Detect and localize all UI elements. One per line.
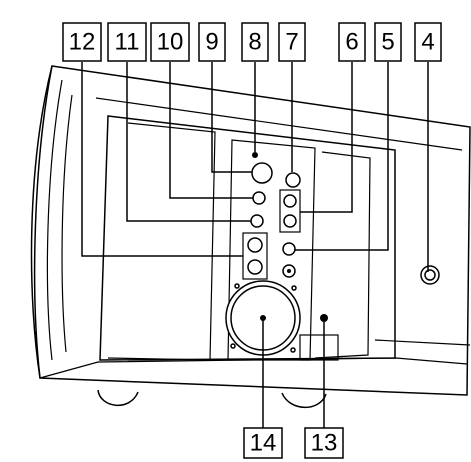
button-12a xyxy=(247,237,263,253)
right-display-panel xyxy=(314,151,371,359)
callout-10: 10 xyxy=(150,22,190,62)
callout-6: 6 xyxy=(338,22,366,62)
jack-5 xyxy=(282,242,296,256)
callout-11: 11 xyxy=(107,22,147,62)
callout-6-label: 6 xyxy=(345,29,358,56)
display-lower-box xyxy=(299,334,339,361)
left-speaker-panel xyxy=(107,122,216,361)
device-body xyxy=(30,65,471,408)
callout-12: 12 xyxy=(62,22,102,62)
callout-13-label: 13 xyxy=(311,430,338,457)
callout-13: 13 xyxy=(304,427,344,459)
leader-10 xyxy=(169,62,253,199)
top-inner-edge xyxy=(95,97,463,151)
callout-10-label: 10 xyxy=(157,29,184,56)
button-6a xyxy=(283,194,297,208)
callout-7-label: 7 xyxy=(285,29,298,56)
button-group-6-frame xyxy=(279,189,301,233)
callout-5: 5 xyxy=(374,22,402,62)
knob-7 xyxy=(285,172,301,188)
callout-11-label: 11 xyxy=(115,29,140,56)
leader-11 xyxy=(126,62,251,222)
device-controls xyxy=(225,152,440,356)
button-6b xyxy=(283,214,297,228)
right-foot xyxy=(281,392,327,408)
callout-14: 14 xyxy=(243,427,283,459)
dial-screw-tl xyxy=(234,283,240,289)
callout-9: 9 xyxy=(198,22,226,62)
left-foot xyxy=(97,389,139,407)
lower-trim xyxy=(39,357,468,379)
dial-screw-br xyxy=(290,347,296,353)
leader-9 xyxy=(211,62,252,173)
callout-5-label: 5 xyxy=(381,29,394,56)
left-side-panel xyxy=(33,65,53,379)
indicator-8 xyxy=(252,152,258,158)
callout-4-label: 4 xyxy=(421,29,434,56)
callout-7: 7 xyxy=(278,22,306,62)
knob-9 xyxy=(251,162,273,184)
right-socket-inner xyxy=(424,269,436,281)
left-side-inner-2 xyxy=(61,94,73,353)
leader-lines xyxy=(81,62,429,428)
callout-8: 8 xyxy=(241,22,269,62)
right-side-step xyxy=(374,339,471,346)
dial-screw-bl xyxy=(230,343,236,349)
dial-screw-tr xyxy=(291,285,297,291)
knob-10 xyxy=(252,191,266,205)
callout-4: 4 xyxy=(414,22,442,62)
jack-4-center xyxy=(287,269,291,273)
leader-6 xyxy=(300,62,353,213)
callout-8-label: 8 xyxy=(248,29,261,56)
callout-12-label: 12 xyxy=(69,29,96,56)
leader-5 xyxy=(295,62,389,251)
knob-11 xyxy=(250,214,264,228)
left-side-inner xyxy=(46,79,63,361)
leader-12 xyxy=(81,62,243,257)
callout-14-label: 14 xyxy=(250,430,277,457)
callout-9-label: 9 xyxy=(205,29,218,56)
button-12b xyxy=(247,259,263,275)
